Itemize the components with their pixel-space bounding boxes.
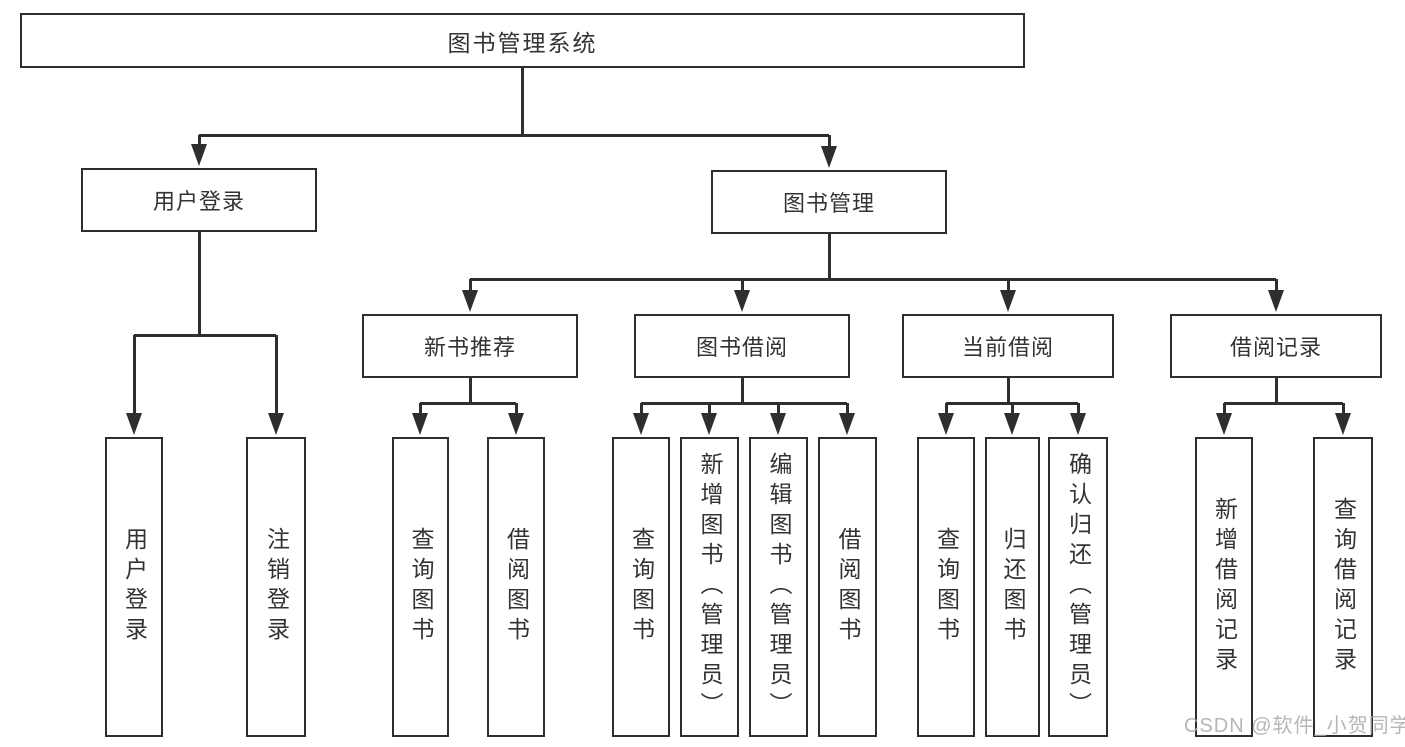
connector-line (1222, 403, 1226, 415)
arrowhead-down-icon (191, 144, 207, 166)
arrowhead-down-icon (839, 413, 855, 435)
node-label: 新增借阅记录 (1211, 497, 1238, 677)
node-borrow-records: 借阅记录 (1170, 314, 1382, 378)
connector-line (197, 231, 201, 337)
connector-line (274, 335, 278, 415)
connector-line (639, 403, 643, 415)
node-label: 图书管理系统 (447, 29, 598, 56)
connector-line (1274, 279, 1278, 292)
connector-line (514, 403, 518, 415)
connector-line (1010, 403, 1014, 415)
arrowhead-down-icon (1268, 290, 1284, 312)
node-borrow-book-borrow: 借阅图书 (818, 437, 877, 737)
node-confirm-return-admin: 确认归还（管理员） (1048, 437, 1108, 737)
connector-line (827, 135, 831, 148)
node-query-book-rec: 查询图书 (392, 437, 449, 737)
arrowhead-down-icon (734, 290, 750, 312)
connector-line (1006, 377, 1010, 405)
node-user-login: 用户登录 (81, 168, 317, 232)
connector-line (707, 403, 711, 415)
connector-line (845, 403, 849, 415)
node-edit-book-admin: 编辑图书（管理员） (749, 437, 808, 737)
connector-line (1006, 279, 1010, 292)
node-label: 查询借阅记录 (1330, 497, 1357, 677)
arrowhead-down-icon (701, 413, 717, 435)
connector-line (827, 233, 831, 281)
node-return-book: 归还图书 (985, 437, 1040, 737)
node-label: 查询图书 (408, 527, 434, 647)
node-label: 图书管理 (782, 191, 875, 216)
node-borrow-book-rec: 借阅图书 (487, 437, 545, 737)
arrowhead-down-icon (412, 413, 428, 435)
node-label: 当前借阅 (961, 335, 1054, 360)
connector-line (420, 401, 516, 405)
node-label: 用户登录 (152, 189, 245, 214)
arrowhead-down-icon (821, 146, 837, 168)
node-query-book-current: 查询图书 (917, 437, 975, 737)
arrowhead-down-icon (1216, 413, 1232, 435)
arrowhead-down-icon (1335, 413, 1351, 435)
node-user-login-action: 用户登录 (105, 437, 163, 737)
connector-line (520, 68, 524, 137)
connector-line (470, 277, 1276, 281)
arrowhead-down-icon (462, 290, 478, 312)
node-label: 借阅图书 (503, 527, 530, 647)
node-add-borrow-record: 新增借阅记录 (1195, 437, 1253, 737)
connector-line (1076, 403, 1080, 415)
connector-line (1224, 401, 1343, 405)
node-label: 图书借阅 (695, 335, 788, 360)
connector-line (132, 335, 136, 415)
node-book-mgmt: 图书管理 (711, 170, 947, 234)
connector-line (1341, 403, 1345, 415)
node-label: 新书推荐 (423, 335, 516, 360)
node-query-book-borrow: 查询图书 (612, 437, 670, 737)
node-new-book-rec: 新书推荐 (362, 314, 578, 378)
node-label: 借阅记录 (1229, 335, 1322, 360)
node-label: 查询图书 (933, 527, 960, 647)
arrowhead-down-icon (633, 413, 649, 435)
node-logout-action: 注销登录 (246, 437, 306, 737)
connector-line (641, 401, 847, 405)
node-label: 借阅图书 (835, 527, 861, 647)
connector-line (468, 377, 472, 405)
node-book-borrow: 图书借阅 (634, 314, 850, 378)
arrowhead-down-icon (126, 413, 142, 435)
node-label: 查询图书 (628, 527, 655, 647)
connector-line (199, 133, 829, 137)
connector-line (740, 377, 744, 405)
node-label: 注销登录 (263, 527, 290, 647)
connector-line (197, 135, 201, 146)
node-current-borrow: 当前借阅 (902, 314, 1114, 378)
connector-line (468, 279, 472, 292)
node-add-book-admin: 新增图书（管理员） (680, 437, 739, 737)
connector-line (418, 403, 422, 415)
watermark: CSDN @软件_小贺同学 (1184, 715, 1405, 737)
connector-line (944, 403, 948, 415)
arrowhead-down-icon (268, 413, 284, 435)
arrowhead-down-icon (770, 413, 786, 435)
node-label: 确认归还（管理员） (1065, 452, 1092, 722)
node-root: 图书管理系统 (20, 13, 1025, 68)
node-query-borrow-record: 查询借阅记录 (1313, 437, 1373, 737)
connector-line (776, 403, 780, 415)
arrowhead-down-icon (1004, 413, 1020, 435)
node-label: 编辑图书（管理员） (766, 452, 792, 722)
arrowhead-down-icon (938, 413, 954, 435)
arrowhead-down-icon (1000, 290, 1016, 312)
node-label: 用户登录 (121, 527, 148, 647)
connector-line (134, 333, 276, 337)
connector-line (1274, 377, 1278, 405)
node-label: 归还图书 (1000, 527, 1026, 647)
node-label: 新增图书（管理员） (697, 452, 723, 722)
connector-line (740, 279, 744, 292)
arrowhead-down-icon (508, 413, 524, 435)
arrowhead-down-icon (1070, 413, 1086, 435)
